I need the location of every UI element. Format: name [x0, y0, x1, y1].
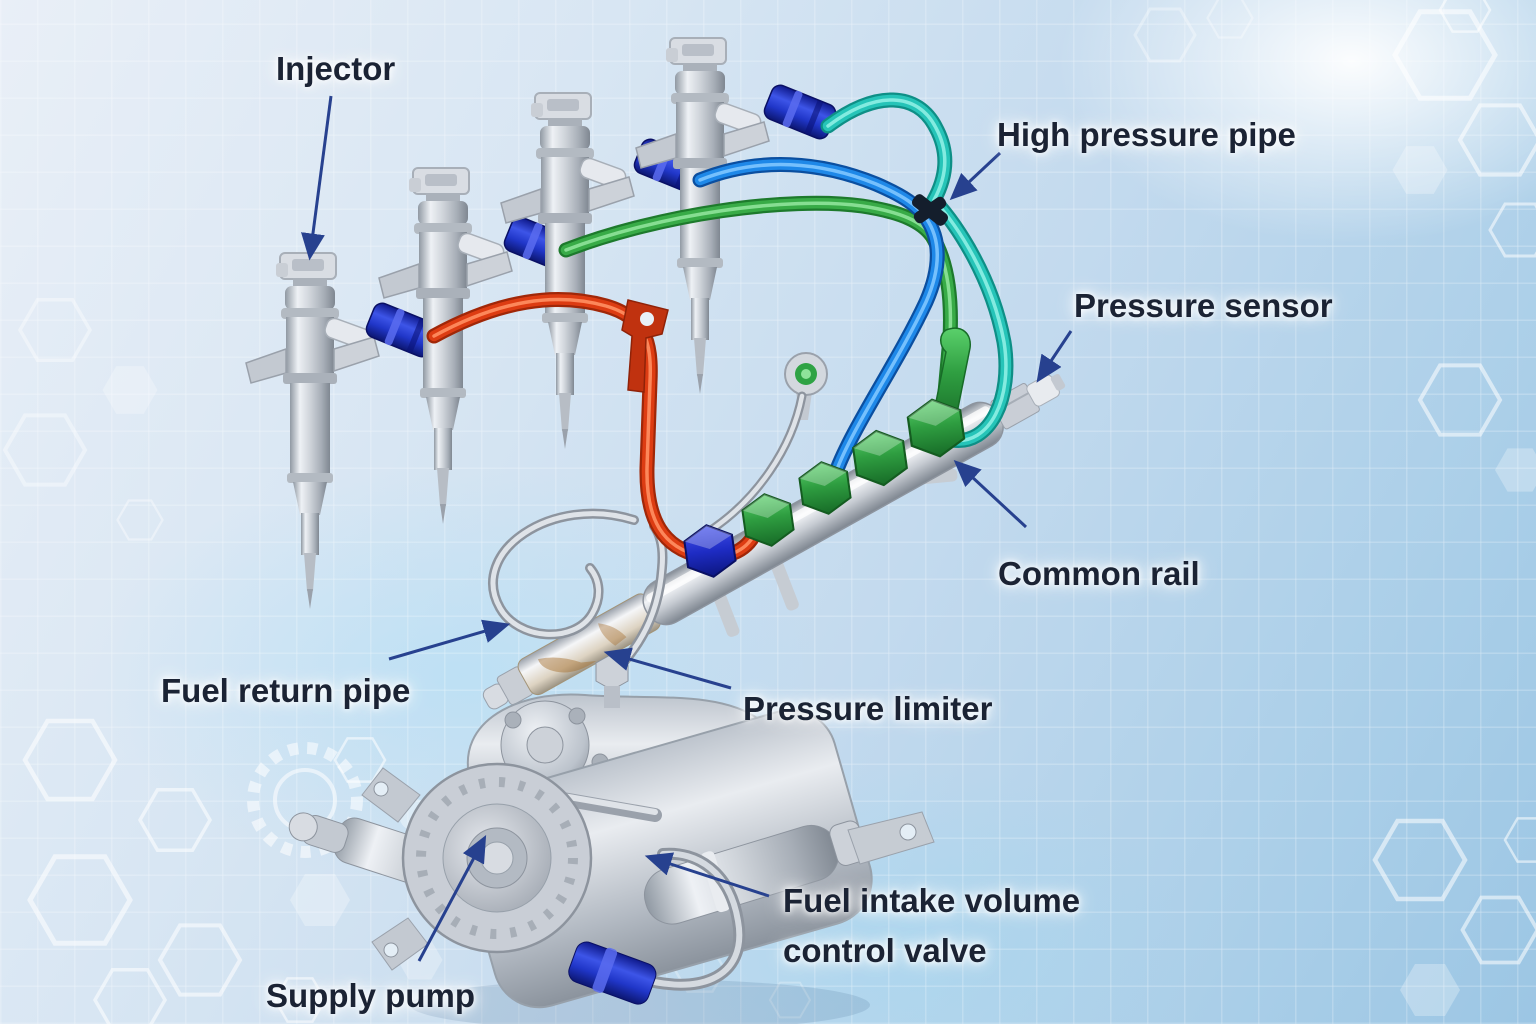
high-pressure-pipe-cyan — [828, 100, 1006, 441]
pipe-junction-clamp — [911, 194, 949, 226]
high-pressure-pipe-red — [434, 299, 756, 557]
arrow-pressure-limiter — [603, 647, 732, 690]
arrow-common-rail — [953, 459, 1028, 529]
label-fuel-intake-line1: Fuel intake volume — [783, 882, 1081, 919]
arrow-supply-pump — [417, 835, 487, 962]
arrow-pressure-sensor — [1036, 330, 1073, 383]
rail-eyelet-fitting — [784, 352, 828, 420]
arrow-high-pressure-pipe — [949, 151, 1002, 201]
label-pressure-limiter: Pressure limiter — [743, 690, 993, 727]
label-supply-pump: Supply pump — [266, 977, 475, 1014]
injector-1 — [245, 252, 442, 610]
arrow-fuel-return-pipe — [388, 619, 511, 661]
label-injector: Injector — [276, 50, 396, 87]
arrow-fuel-intake-valve — [644, 852, 770, 898]
arrow-injector — [301, 95, 333, 261]
red-pipe-bracket — [621, 299, 669, 393]
pump-bottom-fitting-blue — [568, 941, 657, 1005]
label-fuel-intake-volume-control-valve: Fuel intake volume control valve — [783, 876, 1080, 975]
label-high-pressure-pipe: High pressure pipe — [997, 116, 1296, 153]
label-common-rail: Common rail — [998, 555, 1200, 592]
label-pressure-sensor: Pressure sensor — [1074, 287, 1333, 324]
annotation-arrows — [301, 95, 1073, 962]
label-fuel-intake-line2: control valve — [783, 931, 987, 969]
label-fuel-return-pipe: Fuel return pipe — [161, 672, 411, 709]
pump-mount-bracket — [847, 811, 935, 865]
pressure-limiter — [482, 593, 661, 710]
